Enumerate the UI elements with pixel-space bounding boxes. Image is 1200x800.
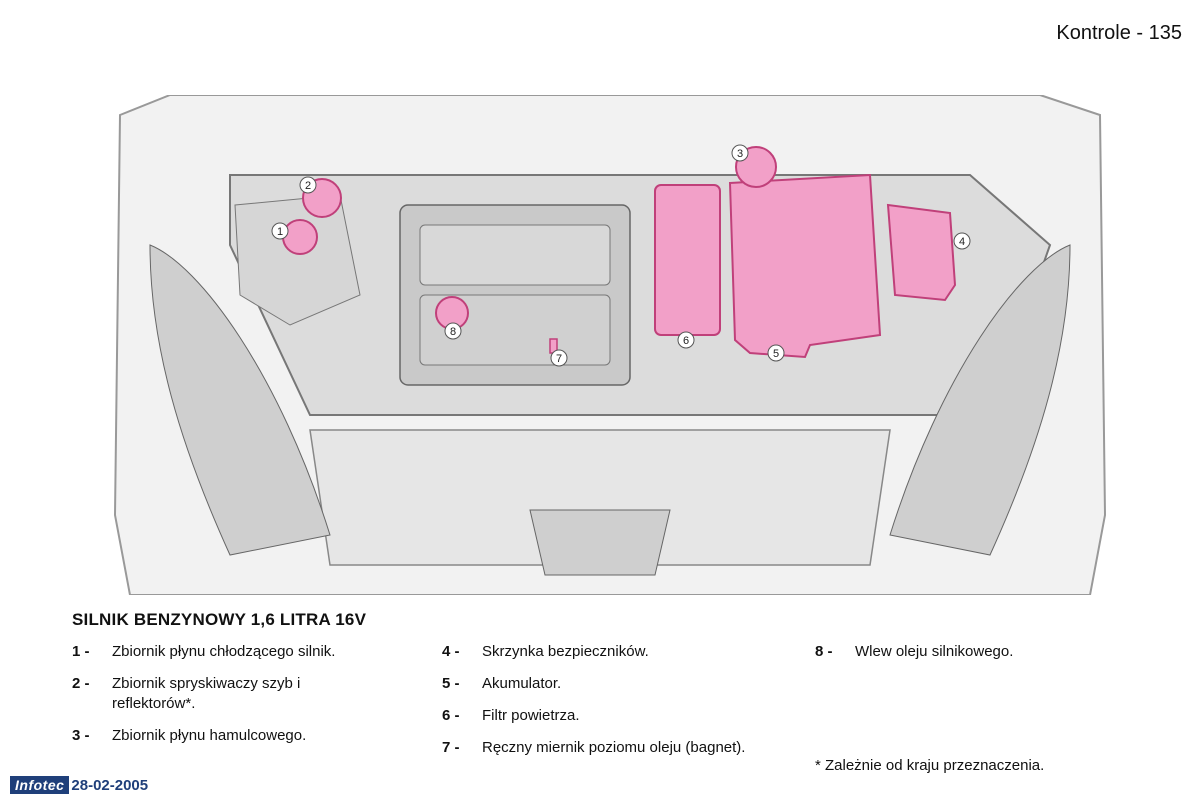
legend-number: 1 -	[72, 642, 90, 662]
legend-number: 7 -	[442, 738, 460, 758]
svg-text:4: 4	[959, 236, 965, 248]
svg-text:6: 6	[683, 335, 689, 347]
legend-column-1: 1 - Zbiornik płynu chłodzącego silnik. 2…	[72, 642, 372, 758]
brand-badge	[530, 510, 670, 575]
svg-text:1: 1	[277, 226, 283, 238]
callout-2: 2	[300, 177, 316, 193]
infotec-logo: Infotec	[10, 776, 69, 794]
svg-text:7: 7	[556, 353, 562, 365]
svg-text:5: 5	[773, 348, 779, 360]
legend-column-3: 8 - Wlew oleju silnikowego.	[815, 642, 1145, 674]
legend-column-2: 4 - Skrzynka bezpieczników. 5 - Akumulat…	[442, 642, 772, 770]
callout-3: 3	[732, 145, 748, 161]
legend-item: 5 - Akumulator.	[442, 674, 772, 694]
legend-number: 3 -	[72, 726, 90, 746]
legend-item: 7 - Ręczny miernik poziomu oleju (bagnet…	[442, 738, 772, 758]
svg-text:3: 3	[737, 148, 743, 160]
legend-text: Zbiornik płynu hamulcowego.	[112, 727, 306, 744]
legend-item: 8 - Wlew oleju silnikowego.	[815, 642, 1145, 662]
legend-item: 4 - Skrzynka bezpieczników.	[442, 642, 772, 662]
legend-text: Wlew oleju silnikowego.	[855, 643, 1013, 660]
battery-highlight	[730, 175, 880, 357]
legend-number: 8 -	[815, 642, 833, 662]
legend-text: Skrzynka bezpieczników.	[482, 643, 649, 660]
callout-4: 4	[954, 233, 970, 249]
legend-item: 2 - Zbiornik spryskiwaczy szyb i reflekt…	[72, 674, 372, 714]
fuse-box-highlight	[888, 205, 955, 300]
legend-text: Ręczny miernik poziomu oleju (bagnet).	[482, 739, 745, 756]
legend-item: 6 - Filtr powietrza.	[442, 706, 772, 726]
svg-text:8: 8	[450, 326, 456, 338]
footer-date: 28-02-2005	[71, 777, 148, 794]
legend-item: 3 - Zbiornik płynu hamulcowego.	[72, 726, 372, 746]
callout-1: 1	[272, 223, 288, 239]
callout-8: 8	[445, 323, 461, 339]
svg-text:2: 2	[305, 180, 311, 192]
legend-text: Zbiornik spryskiwaczy szyb i reflektorów…	[112, 675, 300, 712]
legend-item: 1 - Zbiornik płynu chłodzącego silnik.	[72, 642, 372, 662]
coolant-reservoir-highlight	[283, 220, 317, 254]
legend-text: Filtr powietrza.	[482, 707, 580, 724]
legend-number: 2 -	[72, 674, 90, 694]
callout-7: 7	[551, 350, 567, 366]
air-filter-highlight	[655, 185, 720, 335]
legend-number: 5 -	[442, 674, 460, 694]
legend-number: 6 -	[442, 706, 460, 726]
callout-6: 6	[678, 332, 694, 348]
page-header: Kontrole - 135	[1056, 22, 1182, 45]
legend-text: Zbiornik płynu chłodzącego silnik.	[112, 643, 335, 660]
footer: Infotec 28-02-2005	[10, 776, 148, 794]
legend-number: 4 -	[442, 642, 460, 662]
engine-bay-illustration: 1 2 3 4 5 6 7 8	[110, 95, 1110, 595]
section-title: SILNIK BENZYNOWY 1,6 LITRA 16V	[72, 610, 366, 630]
legend-text: Akumulator.	[482, 675, 561, 692]
footnote: * Zależnie od kraju przeznaczenia.	[815, 757, 1044, 774]
callout-5: 5	[768, 345, 784, 361]
